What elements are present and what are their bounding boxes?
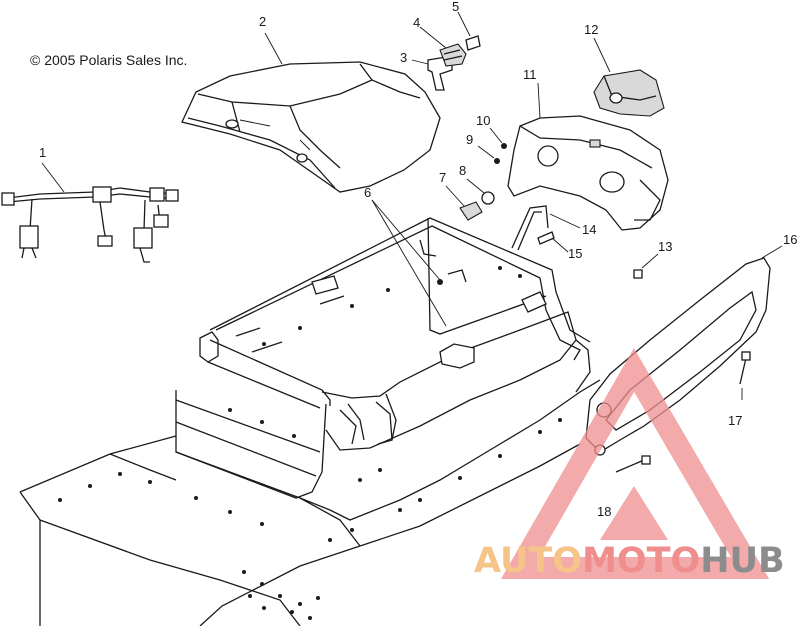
callout-7: 7 [439, 170, 447, 185]
seat-base-frame [175, 217, 591, 499]
callout-17: 17 [728, 413, 743, 428]
watermark-hub: HUB [700, 541, 785, 581]
fasteners-part-6 [371, 199, 447, 327]
callout-13: 13 [658, 239, 673, 254]
rod-part-14 [511, 205, 581, 251]
pin-part-18 [615, 455, 651, 473]
bolt-part-17 [739, 351, 751, 400]
washer-part-10 [489, 127, 507, 149]
lens-part-8 [466, 178, 495, 205]
callout-12: 12 [584, 22, 599, 37]
copyright-notice: © 2005 Polaris Sales Inc. [30, 52, 188, 68]
callout-1: 1 [39, 145, 47, 160]
bulb-socket-part-4 [419, 26, 467, 67]
callout-3: 3 [400, 50, 408, 65]
watermark-wordmark: AUTOMOTOHUB [474, 541, 785, 581]
callout-10: 10 [476, 113, 491, 128]
chassis-tunnel [19, 266, 601, 626]
callout-16: 16 [783, 232, 798, 247]
seat-cushion-part-2 [181, 32, 441, 193]
taillight-lens-part-12 [593, 37, 665, 117]
callout-9: 9 [466, 132, 474, 147]
callout-8: 8 [459, 163, 467, 178]
watermark-triangle-logo [500, 348, 770, 579]
callout-14: 14 [582, 222, 597, 237]
grommet-part-7 [445, 185, 483, 221]
callout-2: 2 [259, 14, 267, 29]
screw-part-13 [633, 253, 659, 279]
bolt-part-5 [457, 11, 481, 51]
fastener-part-15 [537, 231, 569, 253]
wiring-harness-part-1 [1, 162, 179, 263]
nut-part-9 [477, 145, 500, 164]
callout-6: 6 [364, 185, 372, 200]
taillight-housing-part-11 [507, 82, 669, 231]
watermark-moto: MOTO [582, 541, 701, 581]
callout-11: 11 [523, 67, 537, 82]
callout-4: 4 [413, 15, 421, 30]
callout-18: 18 [597, 504, 612, 519]
watermark-auto: AUTO [474, 541, 583, 581]
callout-5: 5 [452, 0, 460, 14]
callout-15: 15 [568, 246, 583, 261]
